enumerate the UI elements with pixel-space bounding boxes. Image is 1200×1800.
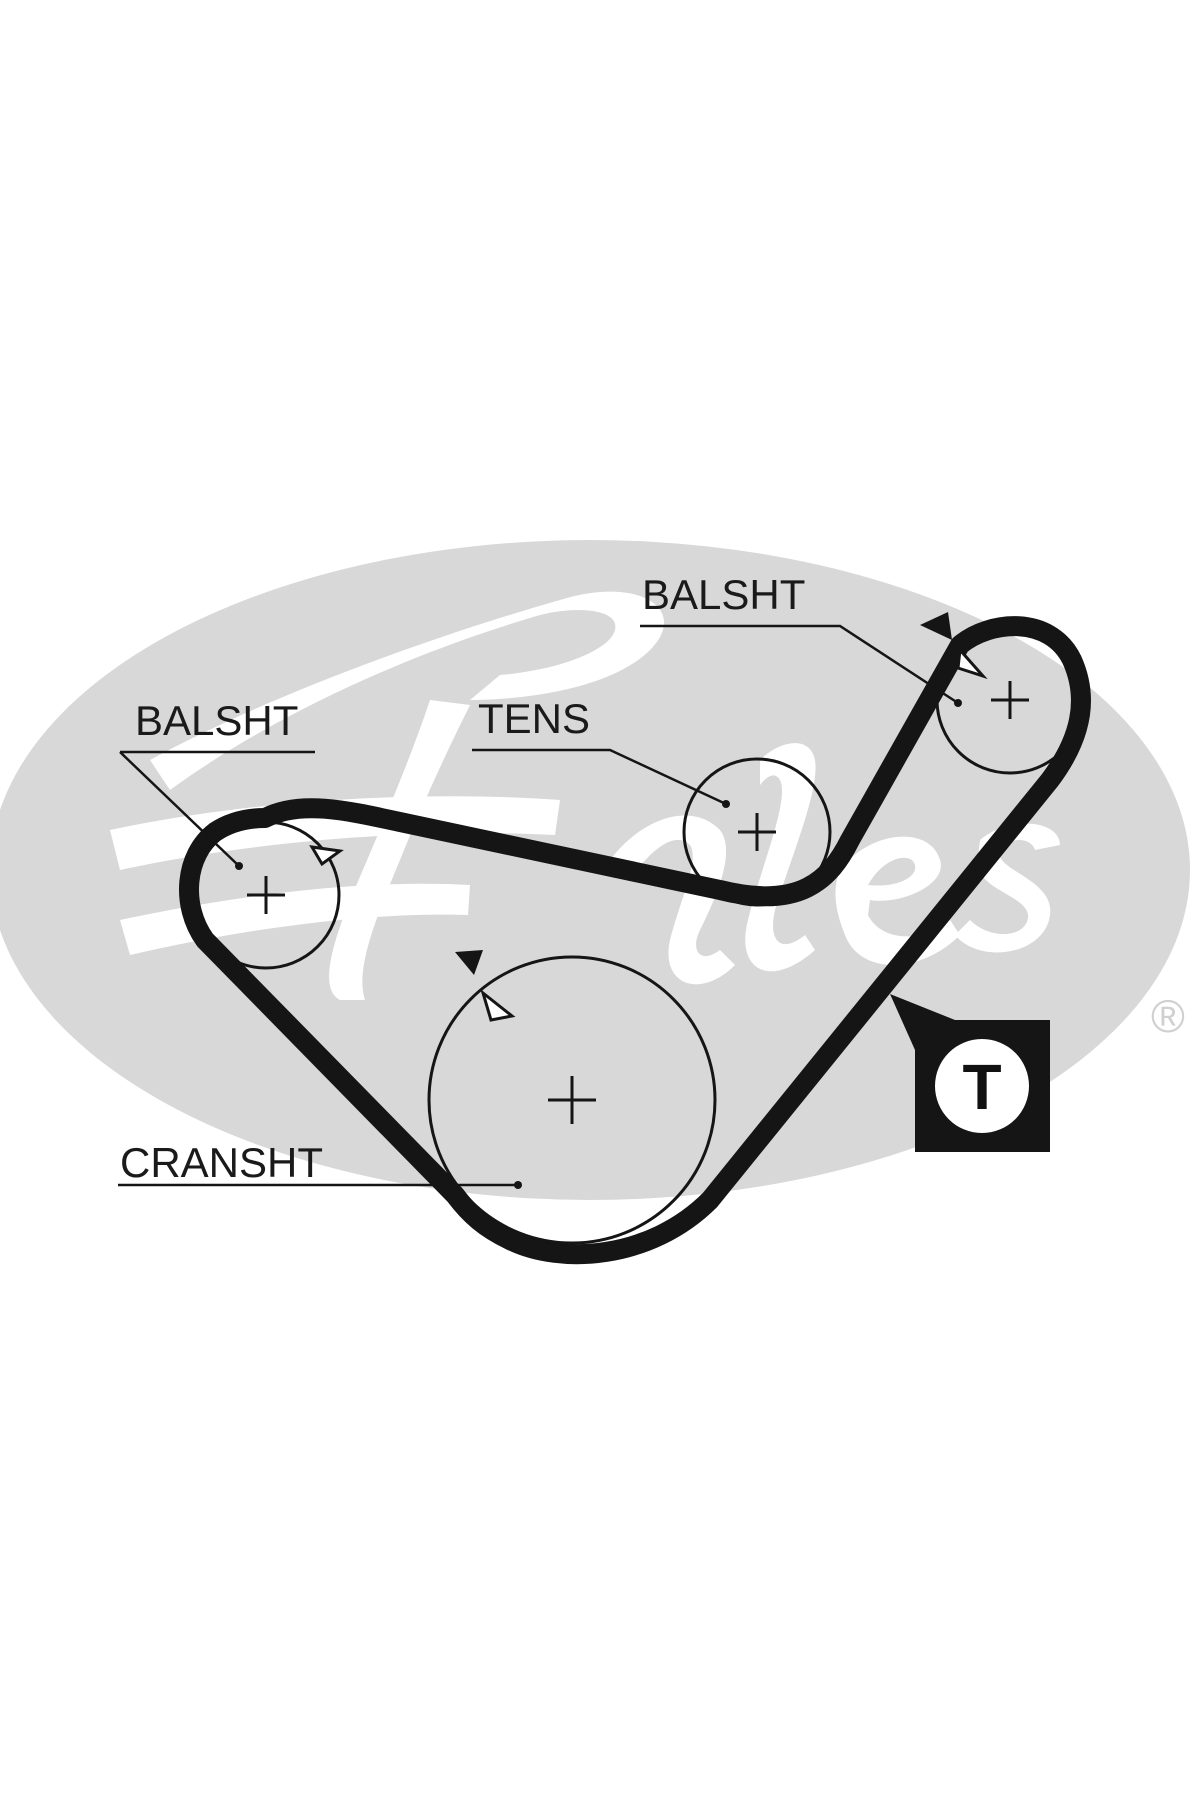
- svg-text:BALSHT: BALSHT: [135, 697, 298, 744]
- pulley-balsht-left: [191, 820, 344, 970]
- rotation-arrow-icon: [480, 988, 516, 1022]
- label-cransht: CRANSHT: [118, 1139, 518, 1187]
- svg-text:T: T: [962, 1051, 1001, 1123]
- registered-mark: ®: [1151, 990, 1185, 1042]
- tensioner-badge: T: [890, 994, 1050, 1152]
- svg-text:TENS: TENS: [478, 695, 590, 742]
- rotation-arrow-icon: [956, 646, 988, 680]
- timing-belt: [179, 616, 1091, 1265]
- label-balsht-left: BALSHT: [119, 697, 315, 867]
- svg-text:CRANSHT: CRANSHT: [120, 1139, 323, 1186]
- direction-arrow-icon: [455, 950, 483, 975]
- label-tens: TENS: [472, 695, 727, 806]
- svg-text:BALSHT: BALSHT: [642, 571, 805, 618]
- label-balsht-right: BALSHT: [640, 571, 959, 705]
- pulley-cransht: [427, 950, 717, 1245]
- pulley-tens: [682, 757, 832, 907]
- direction-arrow-icon: [920, 612, 952, 640]
- rotation-arrow-icon: [309, 845, 344, 867]
